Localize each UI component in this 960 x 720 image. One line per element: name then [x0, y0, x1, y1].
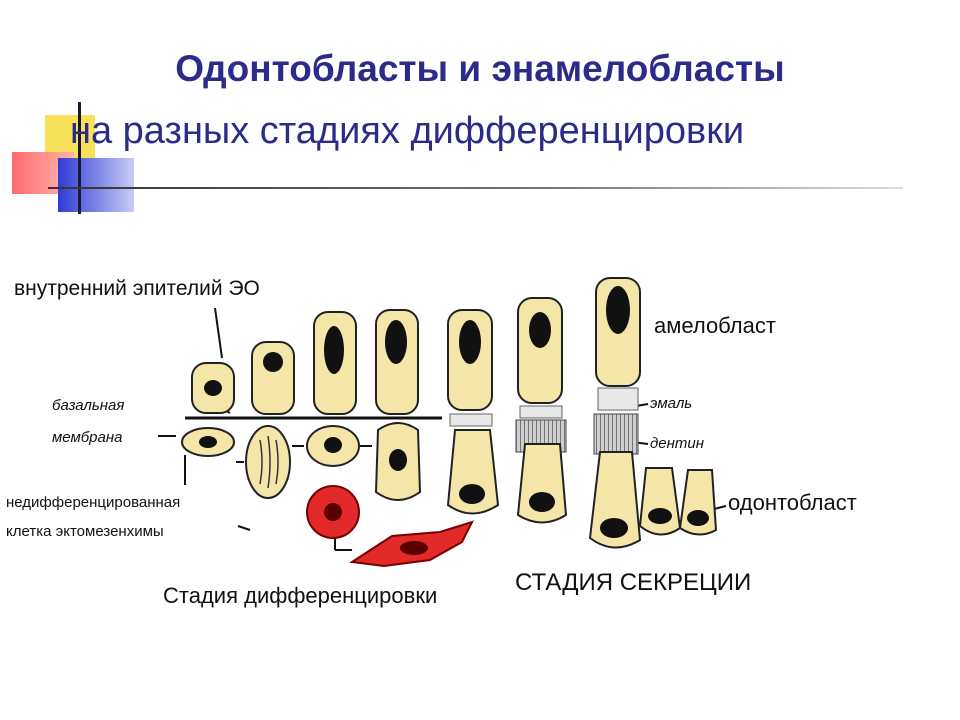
label-odontoblast: одонтобласт [728, 490, 857, 515]
red-spindle-nucleus [400, 541, 428, 555]
label-dentin: дентин [650, 435, 704, 452]
odontoblast-cell [638, 467, 682, 536]
red-cell-nucleus [324, 503, 342, 521]
epithelial-cell [251, 341, 295, 415]
dentin-segment [593, 413, 639, 455]
nucleus [529, 312, 551, 348]
nucleus [687, 510, 709, 526]
label-enamel: эмаль [650, 395, 692, 412]
label-basal-membrane-2: мембрана [52, 429, 122, 446]
label-ameloblast: амелобласт [654, 313, 776, 338]
nucleus [324, 326, 344, 374]
stage-arrows [236, 445, 372, 463]
label-undiff-1: недифференцированная [6, 494, 180, 511]
slide-subtitle: на разных стадиях дифференцировки [70, 110, 745, 152]
enamel-segment [597, 387, 639, 411]
label-stage-secretion: СТАДИЯ СЕКРЕЦИИ [515, 569, 751, 596]
label-inner-epithelium: внутренний эпителий ЭО [14, 277, 260, 300]
nucleus [600, 518, 628, 538]
enamel-segment [449, 413, 493, 427]
preodontoblast-cell [245, 425, 291, 499]
label-basal-membrane-1: базальная [52, 397, 124, 414]
nucleus [459, 320, 481, 364]
nucleus [459, 484, 485, 504]
differentiation-diagram: внутренний эпителий ЭО базальная мембран… [6, 277, 857, 608]
decor-horizontal-line [48, 187, 903, 189]
decor-blue-square [58, 158, 134, 212]
nucleus [204, 380, 222, 396]
nucleus [385, 320, 407, 364]
decor-vertical-line [78, 102, 81, 214]
preodontoblast-fibers [259, 435, 279, 489]
ameloblast-cell [517, 297, 563, 404]
nucleus [529, 492, 555, 512]
nucleus [324, 437, 342, 453]
slide-title: Одонтобласты и энамелобласты [175, 48, 785, 89]
epithelial-nuclei [204, 286, 630, 396]
mesenchymal-nuclei [199, 436, 709, 538]
nucleus [606, 286, 630, 334]
label-undiff-2: клетка эктомезенхимы [6, 523, 164, 540]
nucleus [389, 449, 407, 471]
label-stage-differentiation: Стадия дифференцировки [163, 583, 437, 608]
nucleus [263, 352, 283, 372]
nucleus [648, 508, 672, 524]
enamel-segment [519, 405, 563, 419]
enamel-layer [449, 387, 639, 427]
nucleus [199, 436, 217, 448]
